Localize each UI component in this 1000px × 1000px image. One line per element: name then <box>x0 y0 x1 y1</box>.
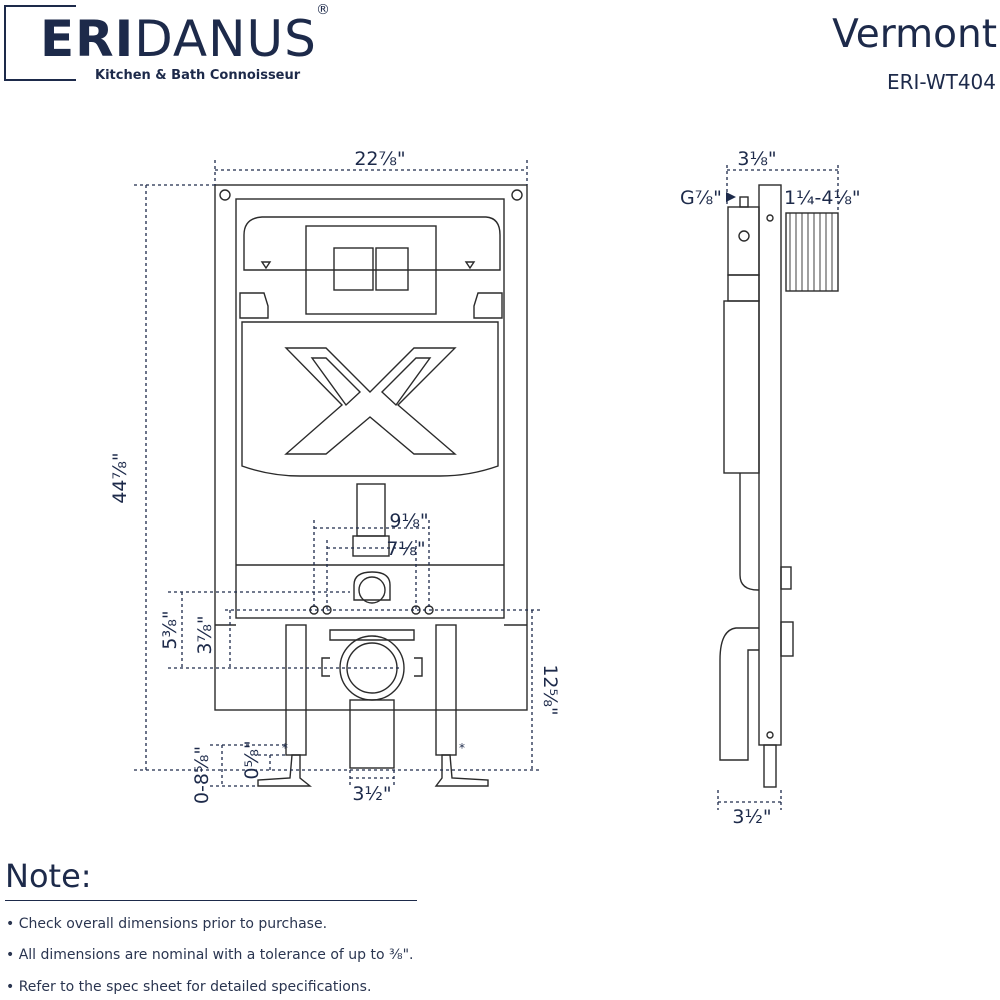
waste-connector <box>321 629 423 769</box>
front-frame <box>214 184 528 711</box>
dim-foot-adjust: 0-8⅝" <box>191 746 213 804</box>
product-model: ERI-WT404 <box>886 70 996 94</box>
dim-left-5: 5⅜" <box>159 610 181 649</box>
dim-side-bottom: 3½" <box>732 806 771 828</box>
dim-side-top: 3⅛" <box>737 148 776 170</box>
dim-spacing-inner: 7⅛" <box>386 538 425 560</box>
note-divider <box>5 900 417 901</box>
logo-frame <box>4 5 76 81</box>
dim-side-range: 1¼-4⅛" <box>784 187 861 209</box>
product-title: Vermont <box>832 12 997 57</box>
g-arrow-icon <box>726 192 736 202</box>
note-item: • Refer to the spec sheet for detailed s… <box>6 979 372 995</box>
star-right: * <box>459 741 465 755</box>
brand-tagline: Kitchen & Bath Connoisseur <box>95 68 301 83</box>
dim-bottom-width: 3½" <box>352 783 391 805</box>
side-view <box>719 184 839 788</box>
registered-mark: ® <box>316 2 330 18</box>
cistern <box>239 216 503 477</box>
dim-left-3: 3⅞" <box>194 615 216 654</box>
note-item: • Check overall dimensions prior to purc… <box>6 916 328 932</box>
dimension-lines <box>134 160 839 810</box>
dim-spacing-outer: 9⅛" <box>389 510 428 532</box>
note-item: • All dimensions are nominal with a tole… <box>6 947 414 963</box>
x-logo <box>284 347 457 455</box>
note-heading: Note: <box>5 857 92 895</box>
support-legs <box>257 624 489 787</box>
star-left: * <box>282 741 288 755</box>
dim-front-height: 44⅞" <box>109 452 131 503</box>
dim-front-width: 22⅞" <box>354 148 405 170</box>
brand-logo: ERIDANUS <box>40 10 317 68</box>
dim-right-12: 12⅝" <box>539 664 561 715</box>
dim-foot-0: 0⅝" <box>241 740 263 779</box>
dim-side-g: G⅞" <box>680 187 722 209</box>
flush-pipe <box>352 483 391 604</box>
